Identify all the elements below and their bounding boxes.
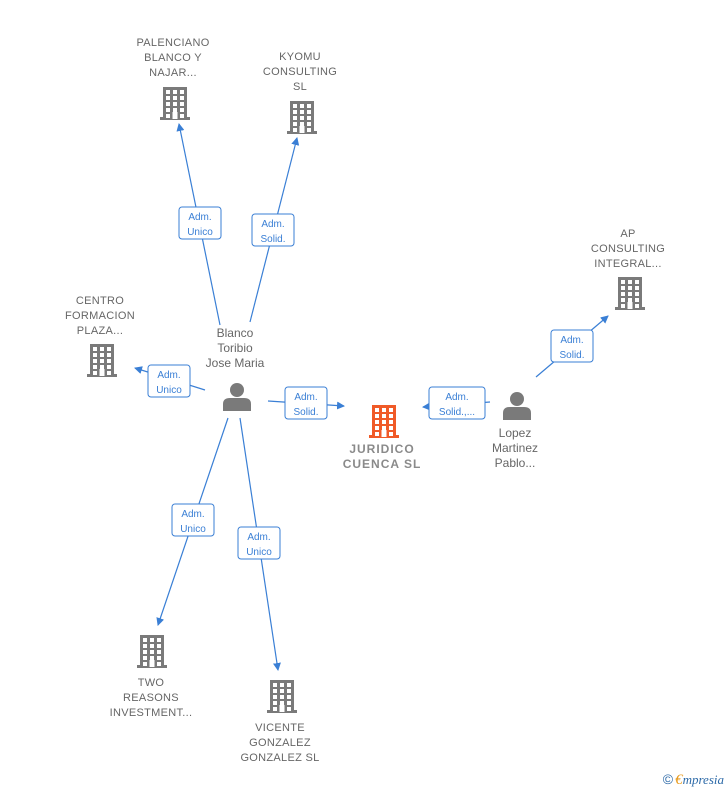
node-label-line: JURIDICO xyxy=(349,442,414,456)
edge-blanco-palenciano: Adm. Unico xyxy=(176,123,222,326)
person-icon xyxy=(223,383,251,411)
role-badge[interactable]: Adm. Unico xyxy=(178,206,222,240)
role-badge-text: Unico xyxy=(156,385,182,396)
role-badge[interactable]: Adm. Solid. xyxy=(550,329,594,363)
role-badge-text: Unico xyxy=(246,547,272,558)
node-label-line: PALENCIANO xyxy=(136,37,209,49)
building-icon xyxy=(160,87,190,120)
edge-lopez-juridico: Adm. Solid.,... xyxy=(422,386,491,420)
role-badge[interactable]: Adm. Solid.,... xyxy=(428,386,486,420)
role-badge-text: Adm. xyxy=(157,370,180,381)
node-label-line: VICENTE xyxy=(255,722,305,734)
node-label-line: Pablo... xyxy=(495,456,536,470)
building-icon xyxy=(287,101,317,134)
role-badge-text: Solid. xyxy=(293,407,318,418)
node-label-line: GONZALEZ SL xyxy=(240,752,319,764)
role-badge-text: Solid.,... xyxy=(439,407,475,418)
role-badge-text: Adm. xyxy=(294,392,317,403)
role-badge-box xyxy=(284,386,328,420)
node-label-line: INTEGRAL... xyxy=(594,258,661,270)
building-icon xyxy=(369,405,399,438)
company-node-kyomu[interactable]: KYOMU CONSULTING SL xyxy=(263,51,337,134)
node-label-line: PLAZA... xyxy=(77,325,123,337)
node-label-line: FORMACION xyxy=(65,310,135,322)
copyright-icon: © xyxy=(662,771,674,787)
node-label-line: KYOMU xyxy=(279,51,321,63)
role-badge-box xyxy=(147,364,191,398)
person-node-lopez[interactable]: LopezMartinezPablo... xyxy=(492,392,538,470)
edges-layer: Adm.UnicoAdm.Solid.Adm.UnicoAdm.Solid.Ad… xyxy=(134,123,609,671)
role-badge[interactable]: Adm. Solid. xyxy=(251,213,295,247)
node-label-line: Blanco xyxy=(217,326,254,340)
company-node-ap[interactable]: AP CONSULTING INTEGRAL... xyxy=(591,228,665,310)
edge-blanco-juridico: Adm. Solid. xyxy=(267,386,345,420)
node-label-line: CUENCA SL xyxy=(343,457,422,471)
role-badge-text: Solid. xyxy=(559,350,584,361)
company-node-two[interactable]: TWO REASONS INVESTMENT... xyxy=(110,635,193,719)
role-badge-text: Adm. xyxy=(445,392,468,403)
role-badge-text: Adm. xyxy=(247,532,270,543)
nodes-layer: PALENCIANO BLANCO Y NAJAR... KYOMU CONSULTIN… xyxy=(65,37,665,764)
brand-name: mpresia xyxy=(682,772,724,787)
node-label-line: SL xyxy=(293,81,307,93)
role-badge[interactable]: Adm. Solid. xyxy=(284,386,328,420)
node-label-line: CONSULTING xyxy=(591,243,665,255)
node-label-line: Martinez xyxy=(492,441,538,455)
role-badge-text: Adm. xyxy=(261,219,284,230)
role-badge[interactable]: Adm. Unico xyxy=(171,503,215,537)
role-badge-text: Unico xyxy=(180,524,206,535)
role-badge-text: Solid. xyxy=(260,234,285,245)
person-icon xyxy=(503,392,531,420)
company-node-centro[interactable]: CENTRO FORMACION PLAZA... xyxy=(65,295,135,377)
role-badge[interactable]: Adm. Unico xyxy=(147,364,191,398)
edge-lopez-ap: Adm. Solid. xyxy=(535,315,609,378)
building-icon xyxy=(87,344,117,377)
node-label-line: REASONS xyxy=(123,692,179,704)
building-icon xyxy=(137,635,167,668)
node-label-line: Toribio xyxy=(217,341,253,355)
role-badge[interactable]: Adm. Unico xyxy=(237,526,281,560)
edge-blanco-centro: Adm. Unico xyxy=(134,364,206,398)
building-icon xyxy=(615,277,645,310)
node-label-line: INVESTMENT... xyxy=(110,707,193,719)
edge-blanco-vicente: Adm. Unico xyxy=(237,417,281,671)
role-badge-box xyxy=(237,526,281,560)
node-label-line: CENTRO xyxy=(76,295,124,307)
edge-blanco-two: Adm. Unico xyxy=(156,417,229,626)
company-node-vicente[interactable]: VICENTE GONZALEZ GONZALEZ SL xyxy=(240,680,319,764)
role-badge-box xyxy=(171,503,215,537)
node-label-line: NAJAR... xyxy=(149,67,197,79)
node-label-line: AP xyxy=(620,228,635,240)
role-badge-box xyxy=(251,213,295,247)
company-node-palenciano[interactable]: PALENCIANO BLANCO Y NAJAR... xyxy=(136,37,209,120)
building-icon xyxy=(267,680,297,713)
node-label-line: CONSULTING xyxy=(263,66,337,78)
role-badge-box xyxy=(550,329,594,363)
node-label-line: Lopez xyxy=(499,426,532,440)
role-badge-box xyxy=(428,386,486,420)
brand-logo-e: € xyxy=(675,772,683,788)
node-label-line: Jose Maria xyxy=(206,356,265,370)
node-label-line: GONZALEZ xyxy=(249,737,311,749)
brand-footer: ©€mpresia xyxy=(663,771,724,789)
edge-blanco-kyomu: Adm. Solid. xyxy=(249,137,300,323)
role-badge-text: Adm. xyxy=(560,335,583,346)
role-badge-text: Adm. xyxy=(181,509,204,520)
role-badge-text: Unico xyxy=(187,227,213,238)
role-badge-box xyxy=(178,206,222,240)
role-badge-text: Adm. xyxy=(188,212,211,223)
node-label-line: BLANCO Y xyxy=(144,52,202,64)
node-label-line: TWO xyxy=(138,677,165,689)
